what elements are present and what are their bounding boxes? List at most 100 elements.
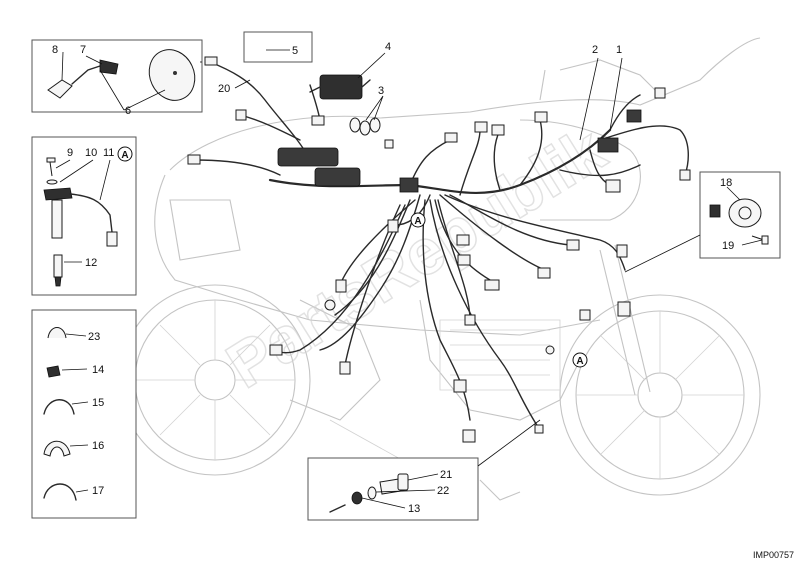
connector bbox=[387, 219, 399, 233]
drawing-reference-code: IMP00757 bbox=[752, 550, 794, 560]
harness-branch-a bbox=[239, 114, 301, 141]
inset-frame bbox=[31, 136, 137, 296]
callout-a-label: A bbox=[414, 216, 421, 227]
harness-branch-p bbox=[519, 119, 543, 186]
leader-21 bbox=[407, 473, 439, 481]
swingarm bbox=[289, 299, 381, 421]
leader-19 bbox=[741, 239, 763, 246]
connector bbox=[311, 115, 325, 126]
rear-wheel-spokes bbox=[135, 300, 295, 460]
connector bbox=[269, 344, 283, 356]
leader-3 bbox=[365, 95, 384, 121]
label-6: 6 bbox=[125, 105, 131, 117]
control-unit-4 bbox=[309, 74, 371, 100]
engine-fins bbox=[439, 319, 561, 391]
label-16: 16 bbox=[92, 440, 104, 452]
ground-lead bbox=[329, 504, 346, 513]
label-21: 21 bbox=[440, 469, 452, 481]
connector bbox=[457, 254, 471, 266]
leader-18 bbox=[726, 186, 741, 201]
frame-top bbox=[169, 37, 761, 171]
part-9-head bbox=[46, 157, 56, 163]
callout-a-label: A bbox=[121, 150, 128, 161]
inset-box-clamps bbox=[31, 309, 137, 519]
part-12-tip bbox=[54, 276, 62, 287]
harness-branch-v bbox=[459, 129, 481, 196]
part-15-band bbox=[43, 399, 75, 415]
control-unit-leads bbox=[309, 79, 371, 93]
clip bbox=[359, 120, 371, 136]
inset-box-horn bbox=[699, 171, 781, 259]
label-10: 10 bbox=[85, 147, 97, 159]
fuse-inset-box bbox=[243, 31, 313, 63]
side-stand bbox=[479, 479, 521, 501]
relay-block bbox=[314, 167, 361, 187]
part-11-coil-head bbox=[43, 187, 73, 201]
connector bbox=[616, 244, 628, 258]
connector bbox=[444, 132, 458, 143]
leader-7 bbox=[85, 55, 103, 65]
leader-ground-inset bbox=[477, 419, 541, 467]
connector bbox=[484, 279, 500, 291]
part-8-switch bbox=[47, 79, 73, 99]
inset-box-6-7-8 bbox=[31, 39, 203, 113]
harness-branch-20 bbox=[209, 61, 311, 161]
leader-4 bbox=[357, 52, 386, 79]
part-9-screw bbox=[49, 161, 53, 177]
label-9: 9 bbox=[67, 147, 73, 159]
label-11: 11 bbox=[103, 147, 114, 159]
connector bbox=[204, 56, 218, 66]
leader-lines bbox=[55, 49, 763, 509]
frame-bottom bbox=[154, 174, 601, 336]
part-22-washer bbox=[367, 486, 377, 500]
connector bbox=[462, 429, 476, 443]
connector bbox=[453, 379, 467, 393]
front-wheel-spokes bbox=[576, 311, 744, 479]
part-19-head bbox=[761, 235, 769, 245]
part-10-washer bbox=[46, 179, 58, 185]
harness-connectors bbox=[187, 56, 691, 443]
connector bbox=[654, 87, 666, 99]
leader-20 bbox=[234, 79, 251, 89]
harness-branch-x bbox=[437, 199, 471, 321]
label-8: 8 bbox=[52, 44, 58, 56]
inset-frame bbox=[31, 309, 137, 519]
part-11-coil-body bbox=[51, 199, 63, 239]
connector bbox=[537, 267, 551, 279]
fuel-tank bbox=[519, 119, 641, 221]
label-15: 15 bbox=[92, 397, 104, 409]
label-18: 18 bbox=[720, 177, 732, 189]
label-1: 1 bbox=[616, 44, 622, 56]
label-7: 7 bbox=[80, 44, 86, 56]
connector bbox=[187, 154, 201, 165]
connector bbox=[464, 314, 476, 326]
leader-9 bbox=[55, 159, 71, 169]
part-23-clamp bbox=[47, 327, 67, 339]
inset-box-ground bbox=[307, 457, 479, 521]
label-2: 2 bbox=[592, 44, 598, 56]
label-5: 5 bbox=[292, 45, 298, 57]
label-20: 20 bbox=[218, 83, 230, 95]
leader-8 bbox=[61, 51, 64, 81]
watermark: PartsRepublik bbox=[214, 113, 617, 402]
ground-terminal bbox=[545, 345, 555, 355]
label-13: 13 bbox=[408, 503, 420, 515]
part-11-lead bbox=[69, 193, 113, 233]
inset-box-9-12 bbox=[31, 136, 137, 296]
leader-1 bbox=[609, 57, 623, 131]
part-13-nut bbox=[351, 491, 363, 505]
connector bbox=[474, 121, 488, 133]
fuse-5 bbox=[243, 31, 313, 63]
part-18-horn-center bbox=[738, 206, 752, 220]
control-unit-body bbox=[319, 74, 363, 100]
clips-3 bbox=[349, 117, 394, 149]
connector bbox=[399, 177, 419, 193]
harness-branch-g bbox=[429, 199, 541, 431]
label-23: 23 bbox=[88, 331, 100, 343]
handlebar bbox=[539, 59, 661, 101]
part-8-lead bbox=[71, 65, 101, 85]
callout-a-circle bbox=[410, 212, 426, 228]
part-6-disc bbox=[148, 49, 196, 101]
